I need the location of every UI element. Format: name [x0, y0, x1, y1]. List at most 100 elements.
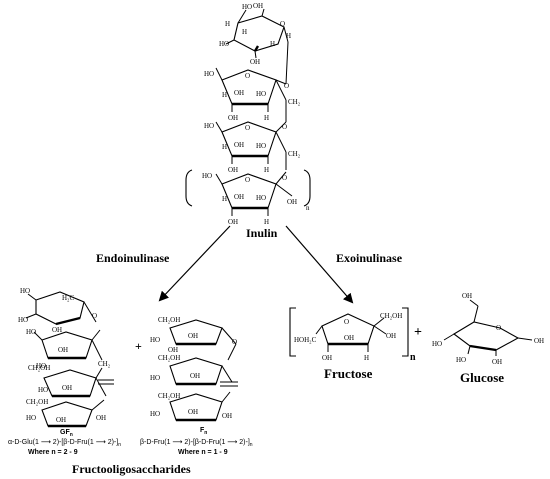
inulin-fructose-ring-1: HO O O H HO OH OH H CH₂: [204, 67, 301, 122]
glucose-oh-bottom: OH: [250, 58, 260, 66]
fru2-ch2: CH₂: [288, 150, 301, 158]
fru1-oh-mid: OH: [234, 89, 244, 97]
inulin-fructose-ring-2: HO O O H HO OH OH H CH₂: [204, 121, 301, 174]
gf-formula: α-D-Glu(1 ⟶ 2)-[β-D-Fru(1 ⟶ 2)-]n: [8, 439, 121, 448]
fru2-link-o: O: [282, 123, 287, 131]
fru2-ho-mid: HO: [256, 142, 266, 150]
rep-oh-right: OH: [287, 198, 297, 206]
gfn-structure: HO HO H₂C OH O HO OH HO CH₂ CH₂OH HO OH …: [8, 287, 121, 456]
gf-fb-oh: OH: [62, 384, 72, 392]
fn-f1-oh2: OH: [168, 346, 178, 354]
endoinulinase-arrow: [158, 225, 231, 302]
inulin-structure: HO HO OH OH O H H H H HO O O H HO OH O: [185, 2, 311, 240]
fn-f2-ch2oh: CH₂OH: [158, 354, 180, 362]
gf-glc-o: O: [92, 312, 97, 320]
fn-f1-ho: HO: [150, 336, 160, 344]
f-formula: β-D-Fru(1 ⟶ 2)-[β-D-Fru(1 ⟶ 2)-]n: [140, 439, 253, 448]
gf-glc-ho-1: HO: [20, 287, 30, 295]
fru1-oh-bottom: OH: [228, 114, 238, 122]
glucose-ring-o: O: [280, 20, 285, 28]
fn-f2-oh: OH: [190, 372, 200, 380]
gf-fa-ho2: HO: [36, 362, 46, 370]
fru1-ho-ch2: HO: [204, 70, 214, 78]
glc-ring-o: O: [496, 324, 501, 332]
fru1-ho-mid: HO: [256, 90, 266, 98]
gf-fc-oh2: OH: [96, 414, 106, 422]
inulin-repeat-unit: HO O O H HO OH OH H OH n: [185, 169, 311, 226]
fru-oh: OH: [386, 332, 396, 340]
glucose-h-1: H: [225, 20, 230, 28]
rep-h-b: H: [264, 218, 269, 226]
gf-glc-ho-2: HO: [18, 316, 28, 324]
rep-oh-mid: OH: [234, 193, 244, 201]
fru-hoh2c: HOH₂C: [294, 336, 317, 344]
glc-oh-bottom: OH: [492, 358, 502, 366]
fn-f1-o: O: [232, 338, 237, 346]
glucose-ho-left: HO: [219, 40, 229, 48]
left-plus-sign: +: [135, 339, 142, 353]
inulin-subscript-n: n: [306, 204, 310, 212]
fru1-ring-o: O: [245, 72, 250, 80]
f-symbol: Fn: [200, 427, 207, 436]
fru1-h-b: H: [264, 114, 269, 122]
glucose-oh-upper: OH: [253, 2, 263, 10]
fructose-subscript-n: n: [410, 352, 416, 363]
fn-f3-ho: HO: [150, 410, 160, 418]
fru-h-bottom: H: [364, 354, 369, 362]
fru-ring-o: O: [344, 318, 349, 326]
fru2-ring-o: O: [245, 124, 250, 132]
rep-ring-o: O: [245, 176, 250, 184]
f-range: Where n = 1 - 9: [178, 449, 228, 456]
exoinulinase-arrow: [285, 225, 354, 304]
fru1-h-a: H: [222, 91, 227, 99]
fn-f1-oh: OH: [188, 332, 198, 340]
fru2-oh-mid: OH: [234, 141, 244, 149]
fn-f3-oh2: OH: [222, 412, 232, 420]
fru1-ch2: CH₂: [288, 98, 301, 106]
fn-f1-ch2oh: CH₂OH: [158, 316, 180, 324]
gf-fc-ch2oh: CH₂OH: [26, 398, 48, 406]
glucose-h-3: H: [270, 40, 275, 48]
endoinulinase-label: Endoinulinase: [96, 251, 170, 265]
fru2-h-b: H: [264, 166, 269, 174]
rep-ho-mid: HO: [256, 194, 266, 202]
gf-fa-ho: HO: [26, 328, 36, 336]
fru2-oh-bottom: OH: [228, 166, 238, 174]
fn-structure: CH₂OH HO OH OH O CH₂OH HO OH CH₂OH HO OH…: [140, 316, 253, 456]
gf-range: Where n = 2 - 9: [28, 449, 78, 456]
fructose-structure: O CH₂OH OH HOH₂C OH OH H n: [289, 307, 416, 363]
fru1-link-o: O: [284, 82, 289, 90]
fructose-label: Fructose: [324, 366, 373, 381]
fructooligosaccharides-label: Fructooligosaccharides: [72, 462, 191, 476]
inulin-label: Inulin: [246, 226, 278, 240]
glc-oh-right: OH: [534, 337, 544, 345]
glucose-structure: OH O HO OH HO OH: [432, 292, 544, 366]
glucose-label: Glucose: [460, 370, 504, 385]
glc-oh-top: OH: [462, 292, 472, 300]
fn-f3-ch2oh: CH₂OH: [158, 392, 180, 400]
glc-ho-left: HO: [432, 340, 442, 348]
rep-oh-bottom: OH: [228, 218, 238, 226]
glc-ho-bottom: HO: [456, 356, 466, 364]
exoinulinase-label: Exoinulinase: [336, 251, 403, 265]
gf-fa-ch2: CH₂: [98, 360, 111, 368]
gf-fa-oh: OH: [58, 346, 68, 354]
fru2-h-a: H: [222, 143, 227, 151]
gf-fb-ho: HO: [38, 386, 48, 394]
rep-ho-ch2: HO: [202, 172, 212, 180]
gf-fb-ch2oh: CH₂OH: [28, 364, 50, 372]
fn-f3-oh: OH: [188, 408, 198, 416]
gf-fc-oh: OH: [56, 416, 66, 424]
gf-fc-ho: HO: [26, 414, 36, 422]
gf-symbol: GFn: [60, 429, 73, 438]
inulin-glucose-ring: HO HO OH OH O H H H H: [219, 2, 291, 85]
rep-h-a: H: [222, 195, 227, 203]
glucose-ho-top: HO: [242, 3, 252, 11]
glucose-h-2: H: [242, 28, 247, 36]
fru-oh-mid: OH: [344, 334, 354, 342]
gf-glc-oh: OH: [52, 326, 62, 334]
glucose-h-4: H: [286, 32, 291, 40]
fn-f2-ho: HO: [150, 374, 160, 382]
fru-oh-bottom: OH: [322, 354, 332, 362]
